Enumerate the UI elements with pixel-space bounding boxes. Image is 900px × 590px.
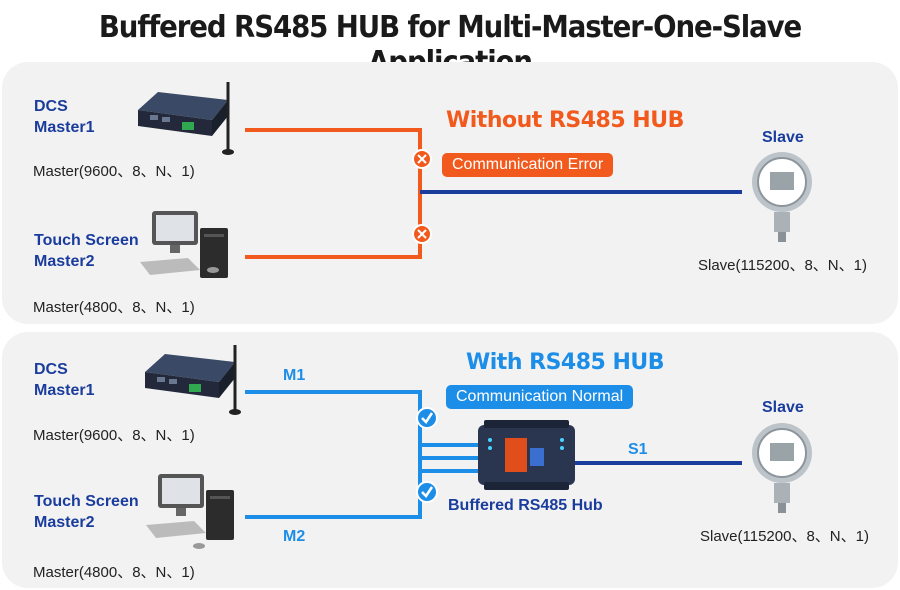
with-hub-wiring — [245, 390, 742, 519]
master1-label: DCS Master1 — [34, 361, 95, 399]
check-icon — [416, 481, 438, 503]
hub-label: Buffered RS485 Hub — [448, 497, 603, 514]
slave-config: Slave(115200、8、N、1) — [700, 528, 869, 545]
slave-config: Slave(115200、8、N、1) — [698, 257, 867, 274]
normal-status-badge: Communication Normal — [446, 385, 634, 409]
error-status-badge: Communication Error — [442, 153, 614, 177]
port-m2-label: M2 — [283, 528, 306, 545]
slave-label: Slave — [762, 399, 804, 416]
master2-config: Master(4800、8、N、1) — [33, 564, 195, 581]
computer-icon — [140, 211, 228, 278]
without-hub-wiring — [245, 128, 742, 259]
pressure-transmitter-icon — [752, 152, 812, 242]
master1-label: DCS Master1 — [34, 98, 95, 136]
master1-blue-wire — [245, 390, 422, 519]
master1-config: Master(9600、8、N、1) — [33, 163, 195, 180]
rs485-hub-icon — [478, 420, 575, 490]
without-hub-heading: Without RS485 HUB — [446, 108, 684, 133]
with-hub-heading: With RS485 HUB — [466, 350, 665, 375]
master1-red-wire — [245, 128, 422, 259]
dcs-controller-icon — [145, 345, 241, 415]
dcs-controller-icon — [138, 82, 234, 155]
slave-label: Slave — [762, 129, 804, 146]
master2-label: Touch Screen Master2 — [34, 493, 139, 531]
error-x-icon — [412, 149, 432, 169]
computer-icon — [146, 474, 234, 549]
master2-config: Master(4800、8、N、1) — [33, 299, 195, 316]
pressure-transmitter-icon — [752, 423, 812, 513]
master1-config: Master(9600、8、N、1) — [33, 427, 195, 444]
port-m1-label: M1 — [283, 367, 306, 384]
master2-label: Touch Screen Master2 — [34, 232, 139, 270]
port-s1-label: S1 — [628, 441, 648, 458]
error-x-icon — [412, 224, 432, 244]
check-icon — [416, 407, 438, 429]
